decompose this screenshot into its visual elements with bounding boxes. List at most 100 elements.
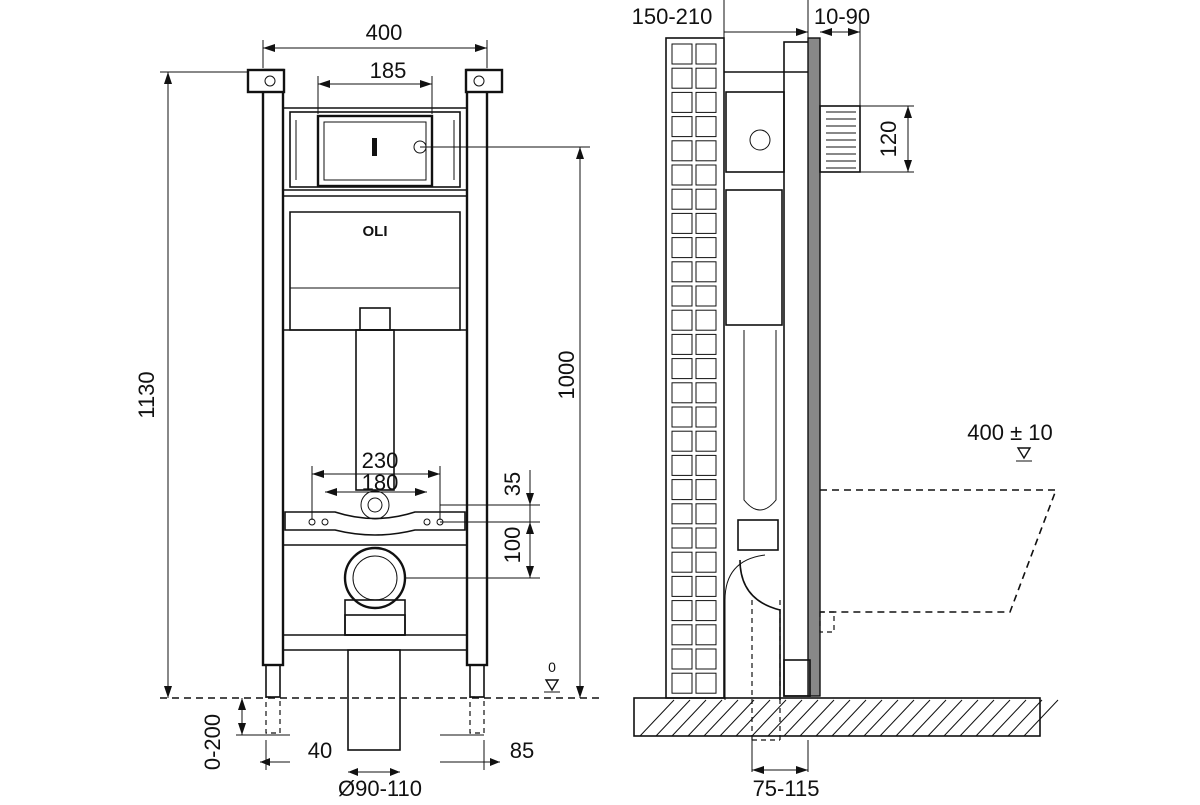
dim-foot-adjust: 0-200 — [200, 714, 225, 770]
wall-tile — [671, 600, 693, 622]
wall-tile — [695, 140, 717, 162]
dim-bowl-height: 400 ± 10 — [967, 420, 1052, 445]
hatch-line — [687, 699, 723, 737]
wall-tile — [671, 648, 693, 670]
hatch-line — [751, 699, 787, 737]
front-view — [160, 68, 600, 751]
floor-slab — [633, 697, 1041, 737]
side-dimensions — [723, 0, 1032, 774]
wall-tile — [671, 333, 693, 355]
finish-panel — [807, 37, 821, 697]
drain-pipe — [347, 649, 401, 751]
wall-tile — [695, 358, 717, 380]
wall-tile — [695, 43, 717, 65]
hatch-line — [863, 699, 899, 737]
wall-tile — [671, 575, 693, 597]
hatch-line — [719, 699, 755, 737]
wall-tile — [671, 261, 693, 283]
wall-tile — [671, 67, 693, 89]
dim-flush-height: 1000 — [554, 351, 579, 400]
left-upright — [261, 68, 285, 667]
drain-elbow — [343, 546, 407, 610]
wall-tile — [671, 551, 693, 573]
bolt-hole-2 — [321, 518, 329, 526]
hatch-line — [767, 699, 803, 737]
wall-tile — [695, 116, 717, 138]
wall-tile — [695, 309, 717, 331]
hatch-line — [799, 699, 835, 737]
right-foot-extension — [469, 696, 485, 734]
hatch-line — [927, 699, 963, 737]
hatch-line — [815, 699, 851, 737]
flush-slot — [372, 138, 377, 156]
wall-tile — [695, 575, 717, 597]
hatch-line — [655, 699, 691, 737]
left-foot — [265, 664, 281, 698]
flush-valve-outlet — [359, 307, 391, 331]
right-upright — [465, 68, 489, 667]
wall-tile — [695, 261, 717, 283]
hatch-line — [671, 699, 707, 737]
wall-tile — [695, 91, 717, 113]
wall-tile — [695, 382, 717, 404]
wall-tile — [695, 600, 717, 622]
floor-hatch — [639, 699, 1059, 737]
dim-foot-right: 85 — [510, 738, 534, 763]
wall-tile — [695, 551, 717, 573]
hatch-line — [895, 699, 931, 737]
wall-tile — [671, 237, 693, 259]
wall-tile — [695, 188, 717, 210]
dim-tile-gap: 10-90 — [814, 4, 870, 29]
wall-tile — [671, 188, 693, 210]
left-mount-hole — [264, 75, 276, 87]
dim-button-plate: 185 — [370, 58, 407, 83]
wall-tile — [671, 358, 693, 380]
side-cistern — [725, 189, 783, 326]
dim-bolt-outer: 230 — [362, 448, 399, 473]
wall-tile — [671, 406, 693, 428]
left-top-bracket — [246, 68, 286, 94]
hatch-line — [831, 699, 867, 737]
wall-tile — [671, 479, 693, 501]
dim-wall-depth: 150-210 — [632, 4, 713, 29]
hatch-line — [975, 699, 1011, 737]
hatch-line — [959, 699, 995, 737]
wall-tile — [671, 116, 693, 138]
flush-plate-inner — [323, 121, 427, 181]
hatch-line — [1007, 699, 1043, 737]
hatch-line — [911, 699, 947, 737]
wall-tile — [671, 91, 693, 113]
flush-button-side — [819, 105, 861, 173]
dim-bolt-offset-top: 35 — [500, 472, 525, 496]
wall-tile — [695, 333, 717, 355]
dim-bolt-offset-bottom: 100 — [500, 527, 525, 564]
wall-tile — [695, 454, 717, 476]
bolt-hole-3 — [423, 518, 431, 526]
dim-bolt-inner: 180 — [362, 470, 399, 495]
dim-width-total: 400 — [366, 20, 403, 45]
wall-tile — [695, 430, 717, 452]
left-foot-extension — [265, 696, 281, 734]
side-view — [633, 37, 1059, 741]
front-board — [783, 41, 811, 697]
wall-tile — [671, 624, 693, 646]
wall-tile — [671, 140, 693, 162]
hatch-line — [879, 699, 915, 737]
wall-tile — [671, 164, 693, 186]
hatch-line — [943, 699, 979, 737]
wall-tile — [695, 285, 717, 307]
hatch-line — [847, 699, 883, 737]
wall-tile — [695, 237, 717, 259]
wall-tile — [671, 382, 693, 404]
toilet-bowl-outline — [820, 489, 1058, 613]
wall-tile — [695, 527, 717, 549]
flush-pipe — [355, 329, 395, 491]
side-button-box — [725, 91, 785, 173]
wall-tile — [671, 527, 693, 549]
right-mount-hole — [473, 75, 485, 87]
wall-tile — [695, 406, 717, 428]
hatch-line — [1023, 699, 1059, 737]
wall-tile — [695, 648, 717, 670]
dim-height-total: 1130 — [134, 371, 159, 418]
